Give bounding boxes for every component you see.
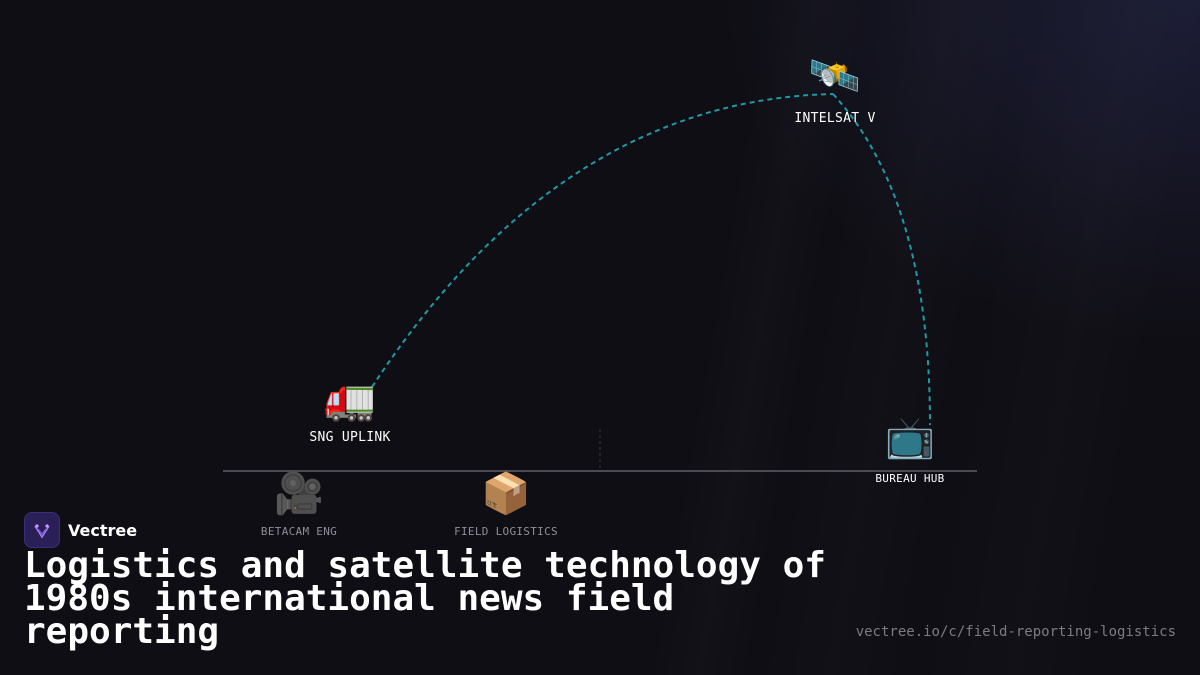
satellite-label: INTELSAT V <box>794 111 876 126</box>
television-icon: 📺 <box>885 415 935 461</box>
video-camera-icon: 🎥 <box>274 471 324 517</box>
camera-label: BETACAM ENG <box>260 525 338 538</box>
satellite-to-hub-link <box>832 93 931 426</box>
brand-name: Vectree <box>68 520 138 540</box>
node-uplink: 🚛 SNG UPLINK <box>290 374 410 446</box>
node-satellite: 🛰️ INTELSAT V <box>780 51 890 127</box>
node-logistics: 📦 FIELD LOGISTICS <box>436 474 576 538</box>
truck-icon: 🚛 <box>323 374 377 423</box>
package-icon: 📦 <box>481 471 531 517</box>
node-camera: 🎥 BETACAM ENG <box>244 474 354 538</box>
logistics-label: FIELD LOGISTICS <box>454 525 558 538</box>
page-title: Logistics and satellite technology of 19… <box>24 545 826 652</box>
page-url[interactable]: vectree.io/c/field-reporting-logistics <box>855 624 1176 640</box>
node-hub: 📺 BUREAU HUB <box>860 418 960 485</box>
uplink-to-satellite-link <box>371 93 834 388</box>
brand[interactable]: Vectree <box>24 512 137 548</box>
hub-label: BUREAU HUB <box>875 472 945 485</box>
vectree-logo-icon <box>24 512 60 548</box>
satellite-icon: 🛰️ <box>808 51 862 100</box>
uplink-label: SNG UPLINK <box>309 430 391 445</box>
